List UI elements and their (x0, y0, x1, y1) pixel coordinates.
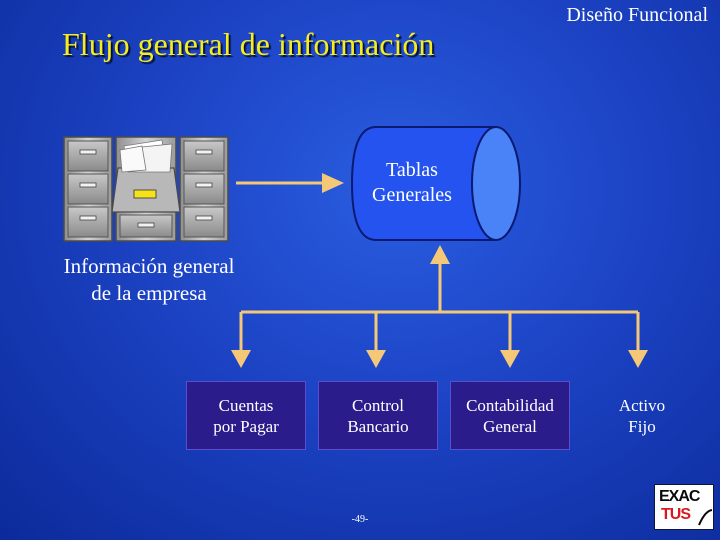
logo-line1: EXAC (659, 488, 700, 505)
module-label-line1: Control (352, 395, 404, 415)
flow-arrow-to-database (236, 173, 344, 193)
section-label: Diseño Funcional (566, 4, 708, 26)
file-cabinet-icon (63, 136, 229, 242)
module-label-line2: Fijo (628, 416, 656, 436)
source-label: Información general de la empresa (30, 253, 268, 307)
database-label-line2: Generales (372, 184, 452, 206)
module-label-line1: Contabilidad (466, 395, 554, 415)
module-cuentas-por-pagar: Cuentas por Pagar (186, 381, 306, 450)
source-label-line2: de la empresa (91, 281, 207, 305)
database-label: Tablas Generales (356, 158, 468, 208)
logo-swoosh-icon (698, 509, 713, 526)
company-logo: EXAC TUS (654, 484, 714, 530)
module-contabilidad-general: Contabilidad General (450, 381, 570, 450)
module-label-line1: Cuentas (218, 395, 274, 415)
connector-tree (231, 245, 648, 368)
module-activo-fijo: Activo Fijo (582, 381, 702, 450)
page-number: -49- (351, 514, 369, 525)
module-label-line2: General (483, 416, 537, 436)
database-cylinder (350, 126, 521, 241)
module-label-line2: Bancario (347, 416, 409, 436)
module-control-bancario: Control Bancario (318, 381, 438, 450)
database-label-line1: Tablas (386, 159, 438, 181)
module-label-line1: Activo (618, 395, 666, 415)
logo-line2: TUS (661, 506, 691, 523)
slide-title: Flujo general de información (62, 26, 435, 62)
module-label-line2: por Pagar (213, 416, 279, 436)
source-label-line1: Información general (63, 254, 235, 278)
